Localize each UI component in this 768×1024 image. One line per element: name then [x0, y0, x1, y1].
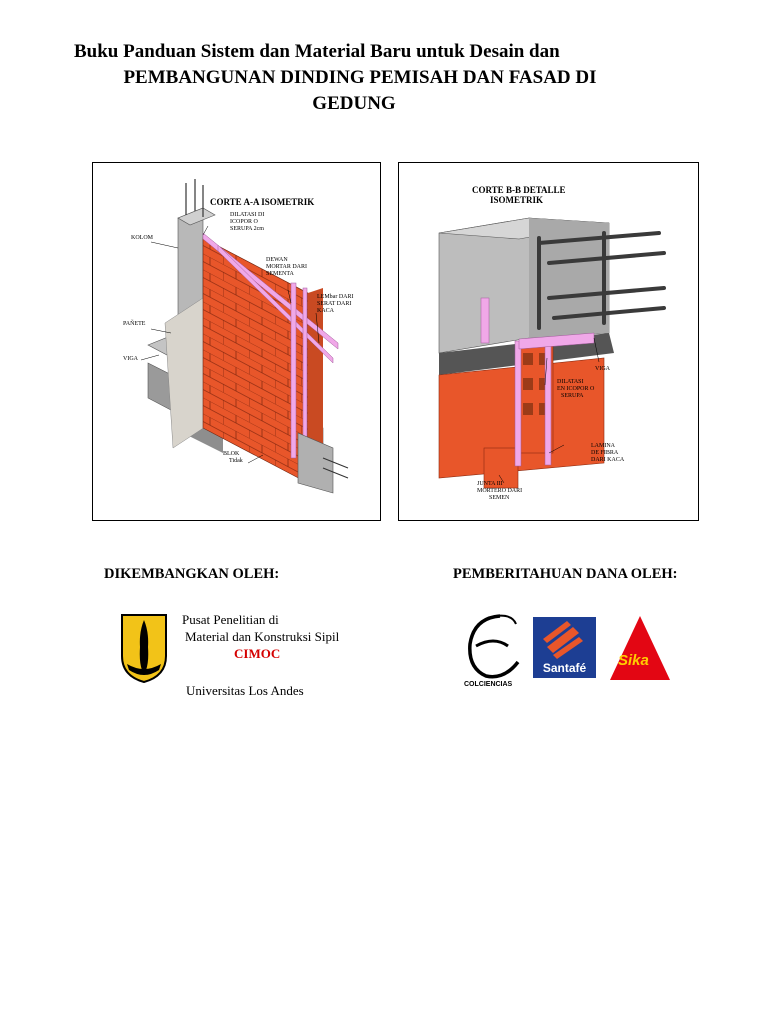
funded-by-heading: PEMBERITAHUAN DANA OLEH: [453, 566, 678, 582]
university-name: Universitas Los Andes [186, 683, 304, 698]
beam-detail-drawing [438, 217, 666, 489]
label-viga: VIGA [123, 356, 138, 362]
institute-name-line2: Material dan Konstruksi Sipil [185, 629, 340, 644]
doc-title-line3: GEDUNG [312, 93, 396, 114]
figure-b-title: CORTE B-B DETALLE ISOMETRIK [472, 185, 566, 205]
label-kolom: KOLOM [131, 235, 153, 241]
developed-by-heading: DIKEMBANGKAN OLEH: [104, 566, 280, 582]
doc-title-line2: PEMBANGUNAN DINDING PEMISAH DAN FASAD DI [123, 67, 597, 88]
institute-name-line1: Pusat Penelitian di [182, 612, 279, 627]
sika-wordmark: Sika [618, 652, 649, 669]
santafe-emblem-icon [543, 621, 583, 659]
label-viga-b: VIGA [595, 366, 610, 372]
figure-a-title: CORTE A-A ISOMETRIK [210, 197, 315, 207]
doc-title-line1: Buku Panduan Sistem dan Material Baru un… [74, 41, 560, 62]
cimoc-acronym: CIMOC [234, 646, 281, 661]
santafe-logo: Santafé [533, 617, 596, 678]
isometric-wall-drawing [140, 179, 349, 494]
santafe-wordmark: Santafé [542, 661, 587, 675]
colciencias-wordmark: COLCIENCIAS [464, 681, 513, 688]
uniandes-shield-logo [121, 614, 167, 684]
colciencias-logo [468, 614, 520, 679]
sika-logo [610, 616, 670, 680]
figure-section-b: CORTE B-B DETALLE ISOMETRIK VIGA DILATAS… [398, 162, 699, 521]
label-panete: PAÑETE [123, 321, 146, 327]
